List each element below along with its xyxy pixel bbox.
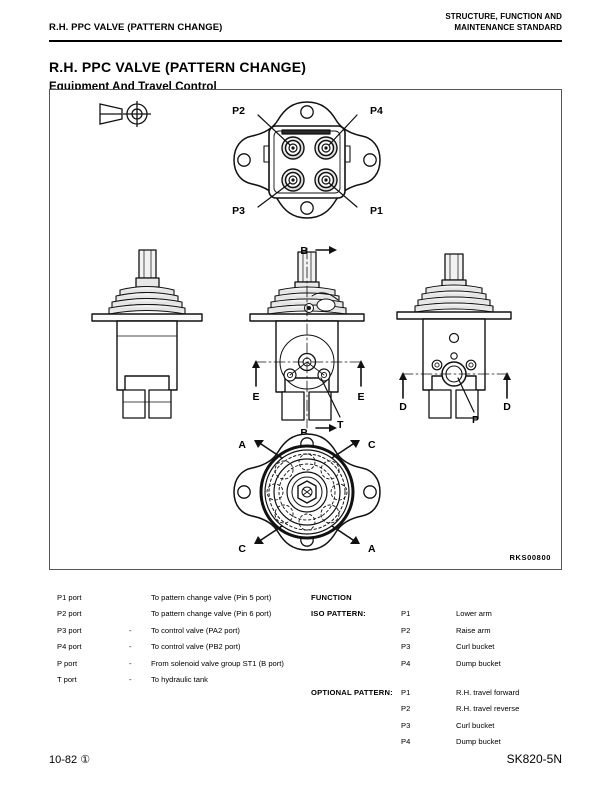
function-group-optional: OPTIONAL PATTERN: P1 R.H. travel forward… <box>311 689 519 755</box>
port-dash: - <box>129 625 132 635</box>
bottom-view-label-C-topright: C <box>368 439 376 451</box>
port-description: To pattern change valve (Pin 5 port) <box>151 593 272 602</box>
top-view-label-P3: P3 <box>232 205 245 217</box>
table-row: OPTIONAL PATTERN: P1 R.H. travel forward <box>311 689 519 705</box>
bottom-view-label-A-topleft: A <box>238 439 246 451</box>
port-description-table: P1 port To pattern change valve (Pin 5 p… <box>57 594 284 692</box>
table-row: T port - To hydraulic tank <box>57 676 284 692</box>
function-group-label: ISO PATTERN: <box>311 609 366 619</box>
port-name: P2 port <box>57 609 82 619</box>
table-row: P1 port To pattern change valve (Pin 5 p… <box>57 594 284 610</box>
top-view-label-P1: P1 <box>370 205 383 217</box>
table-row: P4 port - To control valve (PB2 port) <box>57 643 284 659</box>
function-port: P2 <box>401 625 411 635</box>
function-table: FUNCTION ISO PATTERN: P1 Lower arm P2 Ra… <box>311 594 519 755</box>
port-dash: - <box>129 642 132 652</box>
function-port: P4 <box>401 737 411 747</box>
page-footer: 10-82 ① SK820-5N <box>49 752 562 766</box>
table-row: P2 R.H. travel reverse <box>311 705 519 721</box>
right-view-label-P: P <box>472 414 479 426</box>
table-row: ISO PATTERN: P1 Lower arm <box>311 610 519 626</box>
port-name: T port <box>57 674 77 684</box>
table-row: P port - From solenoid valve group ST1 (… <box>57 658 284 676</box>
port-name: P1 port <box>57 593 82 602</box>
function-port: P3 <box>401 720 411 730</box>
center-view-label-E-right: E <box>357 391 364 403</box>
port-description: From solenoid valve group ST1 (B port) <box>151 658 284 668</box>
function-description: Raise arm <box>456 625 491 635</box>
header-manual-section: STRUCTURE, FUNCTION AND MAINTENANCE STAN… <box>445 12 562 34</box>
center-section-view: B B E E T <box>249 245 365 439</box>
port-dash: - <box>129 658 132 668</box>
port-description: To control valve (PA2 port) <box>151 625 240 635</box>
function-description: Curl bucket <box>456 642 495 652</box>
bottom-view-label-A-bottomright: A <box>368 543 376 555</box>
top-view-label-P4: P4 <box>370 105 383 117</box>
function-port: P4 <box>401 658 411 668</box>
table-row: P2 port To pattern change valve (Pin 6 p… <box>57 610 284 626</box>
bottom-plan-view: A C C A <box>233 433 381 555</box>
table-row: P2 Raise arm <box>311 627 519 643</box>
function-port: P1 <box>401 609 411 619</box>
port-name: P port <box>57 658 78 668</box>
port-dash: - <box>129 674 132 684</box>
table-row: P4 Dump bucket <box>311 738 519 754</box>
port-P3 <box>281 168 305 192</box>
right-section-view: D D P <box>396 253 512 426</box>
center-view-label-E-left: E <box>252 391 259 403</box>
port-name: P4 port <box>57 642 82 652</box>
right-view-label-D-right: D <box>503 401 511 413</box>
function-heading: FUNCTION <box>311 593 352 602</box>
figure-panel: P2 P4 P3 P1 <box>49 89 562 570</box>
function-group-iso: ISO PATTERN: P1 Lower arm P2 Raise arm P… <box>311 610 519 676</box>
function-port: P2 <box>401 704 411 714</box>
header-manual-section-line1: STRUCTURE, FUNCTION AND <box>445 12 562 21</box>
port-name: P3 port <box>57 625 82 635</box>
function-description: R.H. travel forward <box>456 687 520 697</box>
table-row: P3 Curl bucket <box>311 643 519 659</box>
first-angle-projection-symbol <box>96 98 156 133</box>
function-group-gap <box>311 676 519 689</box>
center-view-label-B-bottom: B <box>300 427 308 439</box>
right-view-label-D-left: D <box>399 401 407 413</box>
ppc-valve-technical-drawing: P2 P4 P3 P1 <box>91 101 512 555</box>
page-number: 10-82 ① <box>49 754 91 766</box>
port-description: To control valve (PB2 port) <box>151 642 241 652</box>
top-view-label-P2: P2 <box>232 105 245 117</box>
page-header: R.H. PPC VALVE (PATTERN CHANGE) STRUCTUR… <box>49 12 562 34</box>
page-title: R.H. PPC VALVE (PATTERN CHANGE) <box>49 59 307 76</box>
function-group-label: OPTIONAL PATTERN: <box>311 687 393 697</box>
function-description: Curl bucket <box>456 720 495 730</box>
port-description: To pattern change valve (Pin 6 port) <box>151 609 272 619</box>
function-description: Lower arm <box>456 609 492 619</box>
function-description: Dump bucket <box>456 737 501 747</box>
model-number: SK820-5N <box>506 752 562 766</box>
port-description: To hydraulic tank <box>151 674 208 684</box>
function-description: R.H. travel reverse <box>456 704 520 714</box>
figure-reference-number: RKS00800 <box>509 553 551 562</box>
bottom-view-label-C-bottomleft: C <box>238 543 246 555</box>
function-port: P1 <box>401 687 411 697</box>
header-manual-section-line2: MAINTENANCE STANDARD <box>454 22 562 32</box>
left-elevation-view <box>91 249 203 419</box>
center-view-label-T: T <box>337 419 344 431</box>
header-divider-rule <box>49 40 562 42</box>
table-row: P3 port - To control valve (PA2 port) <box>57 627 284 643</box>
center-view-label-B-top: B <box>300 245 308 257</box>
header-section-title: R.H. PPC VALVE (PATTERN CHANGE) <box>49 22 223 33</box>
function-description: Dump bucket <box>456 658 501 668</box>
table-row: P3 Curl bucket <box>311 722 519 738</box>
table-row: P4 Dump bucket <box>311 658 519 676</box>
top-view-group: P2 P4 P3 P1 <box>232 101 383 219</box>
function-port: P3 <box>401 642 411 652</box>
